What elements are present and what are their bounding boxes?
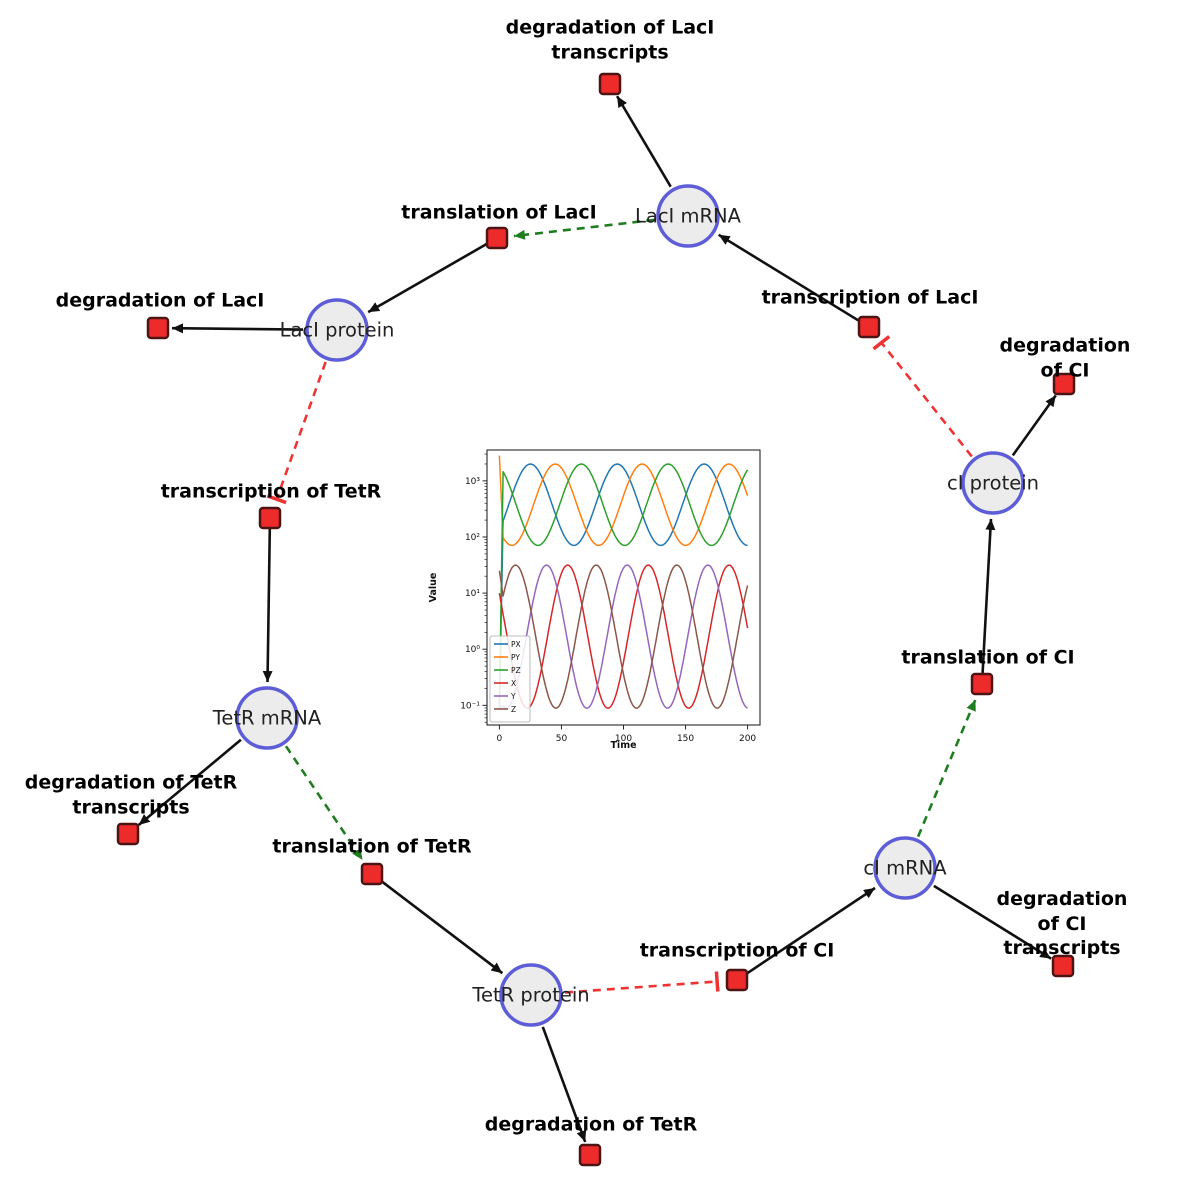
reaction-node-transcription-ci[interactable] <box>725 968 749 992</box>
edge-laci-protein-transcription-tetr-inhibition <box>266 361 327 505</box>
reaction-node-translation-laci[interactable] <box>485 226 509 250</box>
edge-transcription-ci-ci-mrna-production <box>745 886 876 975</box>
x-tick-label: 0 <box>497 734 503 744</box>
species-node-laci-protein[interactable] <box>305 298 369 362</box>
reaction-node-deg-ci-transcripts[interactable] <box>1051 954 1075 978</box>
edge-transcription-tetr-tetr-mrna-production <box>262 528 273 683</box>
species-node-ci-mrna[interactable] <box>873 836 937 900</box>
edge-tetr-mrna-translation-tetr-modifier <box>284 745 364 861</box>
y-tick-label: 10² <box>465 533 480 543</box>
legend-label-Y: Y <box>510 692 516 701</box>
edge-tetr-mrna-deg-tetr-transcripts-consumption <box>137 738 242 826</box>
species-node-tetr-protein[interactable] <box>499 963 563 1027</box>
species-node-ci-protein[interactable] <box>961 451 1025 515</box>
legend-label-PX: PX <box>511 640 521 649</box>
series-Z-line <box>498 564 749 709</box>
edge-ci-protein-deg-ci-consumption <box>1011 394 1057 457</box>
series-Y-line <box>499 564 748 709</box>
legend-label-PY: PY <box>511 653 520 662</box>
species-node-laci-mrna[interactable] <box>656 184 720 248</box>
series-PZ-line <box>498 463 749 709</box>
reaction-node-deg-laci[interactable] <box>146 316 170 340</box>
reaction-node-transcription-tetr[interactable] <box>258 506 282 530</box>
edge-translation-ci-ci-protein-production <box>981 518 996 674</box>
y-tick-label: 10⁻¹ <box>460 701 480 711</box>
reaction-node-deg-ci[interactable] <box>1052 372 1076 396</box>
edge-translation-laci-laci-protein-production <box>367 242 489 314</box>
series-PY-line <box>498 455 749 547</box>
x-tick-label: 50 <box>556 734 568 744</box>
reaction-node-deg-tetr-transcripts[interactable] <box>116 822 140 846</box>
edge-laci-mrna-translation-laci-modifier <box>513 218 655 240</box>
reaction-node-translation-ci[interactable] <box>970 672 994 696</box>
edge-ci-mrna-deg-ci-transcripts-consumption <box>933 884 1052 960</box>
edge-tetr-protein-transcription-ci-inhibition <box>564 971 720 994</box>
edge-ci-mrna-translation-ci-modifier <box>916 699 977 838</box>
legend-label-X: X <box>511 679 516 688</box>
legend-label-PZ: PZ <box>511 666 521 675</box>
y-tick-label: 10¹ <box>465 589 480 599</box>
x-tick-label: 200 <box>739 734 756 744</box>
edge-ci-protein-transcription-laci-inhibition <box>872 335 973 458</box>
series-X-line <box>498 564 749 709</box>
species-node-tetr-mrna[interactable] <box>235 686 299 750</box>
edge-translation-tetr-tetr-protein-production <box>380 879 504 975</box>
x-tick-label: 100 <box>615 734 632 744</box>
legend-label-Z: Z <box>511 705 516 714</box>
x-tick-label: 150 <box>677 734 694 744</box>
edge-tetr-protein-deg-tetr-consumption <box>541 1026 587 1143</box>
y-axis-label: Value <box>428 573 439 603</box>
reaction-node-deg-tetr[interactable] <box>578 1143 602 1167</box>
reaction-node-transcription-laci[interactable] <box>857 315 881 339</box>
y-tick-label: 10³ <box>465 477 480 487</box>
y-tick-label: 10⁰ <box>465 645 480 655</box>
edge-laci-protein-deg-laci-consumption <box>171 323 304 334</box>
edge-transcription-laci-laci-mrna-production <box>718 233 861 323</box>
edge-laci-mrna-deg-laci-transcripts-consumption <box>615 95 672 188</box>
reaction-node-deg-laci-transcripts[interactable] <box>598 72 622 96</box>
reaction-node-translation-tetr[interactable] <box>360 862 384 886</box>
x-axis-label: Time <box>610 740 636 751</box>
